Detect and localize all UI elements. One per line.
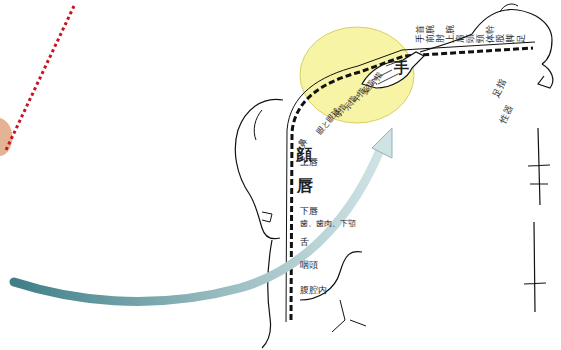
body-part-label: 手	[394, 61, 409, 76]
body-part-label: 足	[517, 33, 526, 42]
body-part-label: 性器	[499, 104, 515, 124]
body-part-label: 頸	[476, 33, 485, 42]
arrow-head	[372, 128, 392, 158]
dotted-line	[6, 6, 74, 150]
body-part-label: 唇	[297, 178, 313, 194]
brain-outline	[332, 300, 366, 332]
curved-arrow	[14, 150, 380, 301]
body-part-label: 眼と眼球	[315, 107, 342, 137]
face-outline	[235, 99, 283, 238]
body-part-label: 上唇	[300, 158, 318, 167]
body-part-label: 肩	[456, 33, 465, 42]
body-part-label: 前腕	[426, 24, 435, 42]
body-part-label: 体幹	[486, 24, 495, 42]
body-part-label: 下唇	[300, 207, 318, 216]
arm-drawing	[420, 9, 552, 64]
head-drawing	[500, 4, 518, 12]
body-part-label: 歯、歯肉、下顎	[300, 220, 356, 228]
body-part-label: 上腕	[446, 24, 455, 42]
face-detail	[254, 110, 272, 222]
body-part-label: 足指	[492, 78, 508, 98]
tick-mark	[524, 222, 546, 312]
cortex-scale	[291, 48, 533, 320]
body-part-label: 肘	[436, 33, 445, 42]
body-part-label: 舌	[300, 238, 309, 247]
tick-mark	[528, 128, 550, 205]
cortex-outline	[286, 42, 535, 322]
highlight-ellipse	[300, 27, 414, 123]
body-part-label: 脚	[506, 33, 515, 42]
brain-outline	[262, 240, 362, 348]
body-part-label: 手首	[416, 24, 425, 42]
body-part-label: 股	[496, 33, 505, 42]
foot-drawing	[538, 64, 553, 88]
body-part-label: 咽頭	[300, 261, 318, 270]
body-part-label: 頭	[466, 33, 475, 42]
body-part-label: 腹腔内	[300, 286, 327, 295]
